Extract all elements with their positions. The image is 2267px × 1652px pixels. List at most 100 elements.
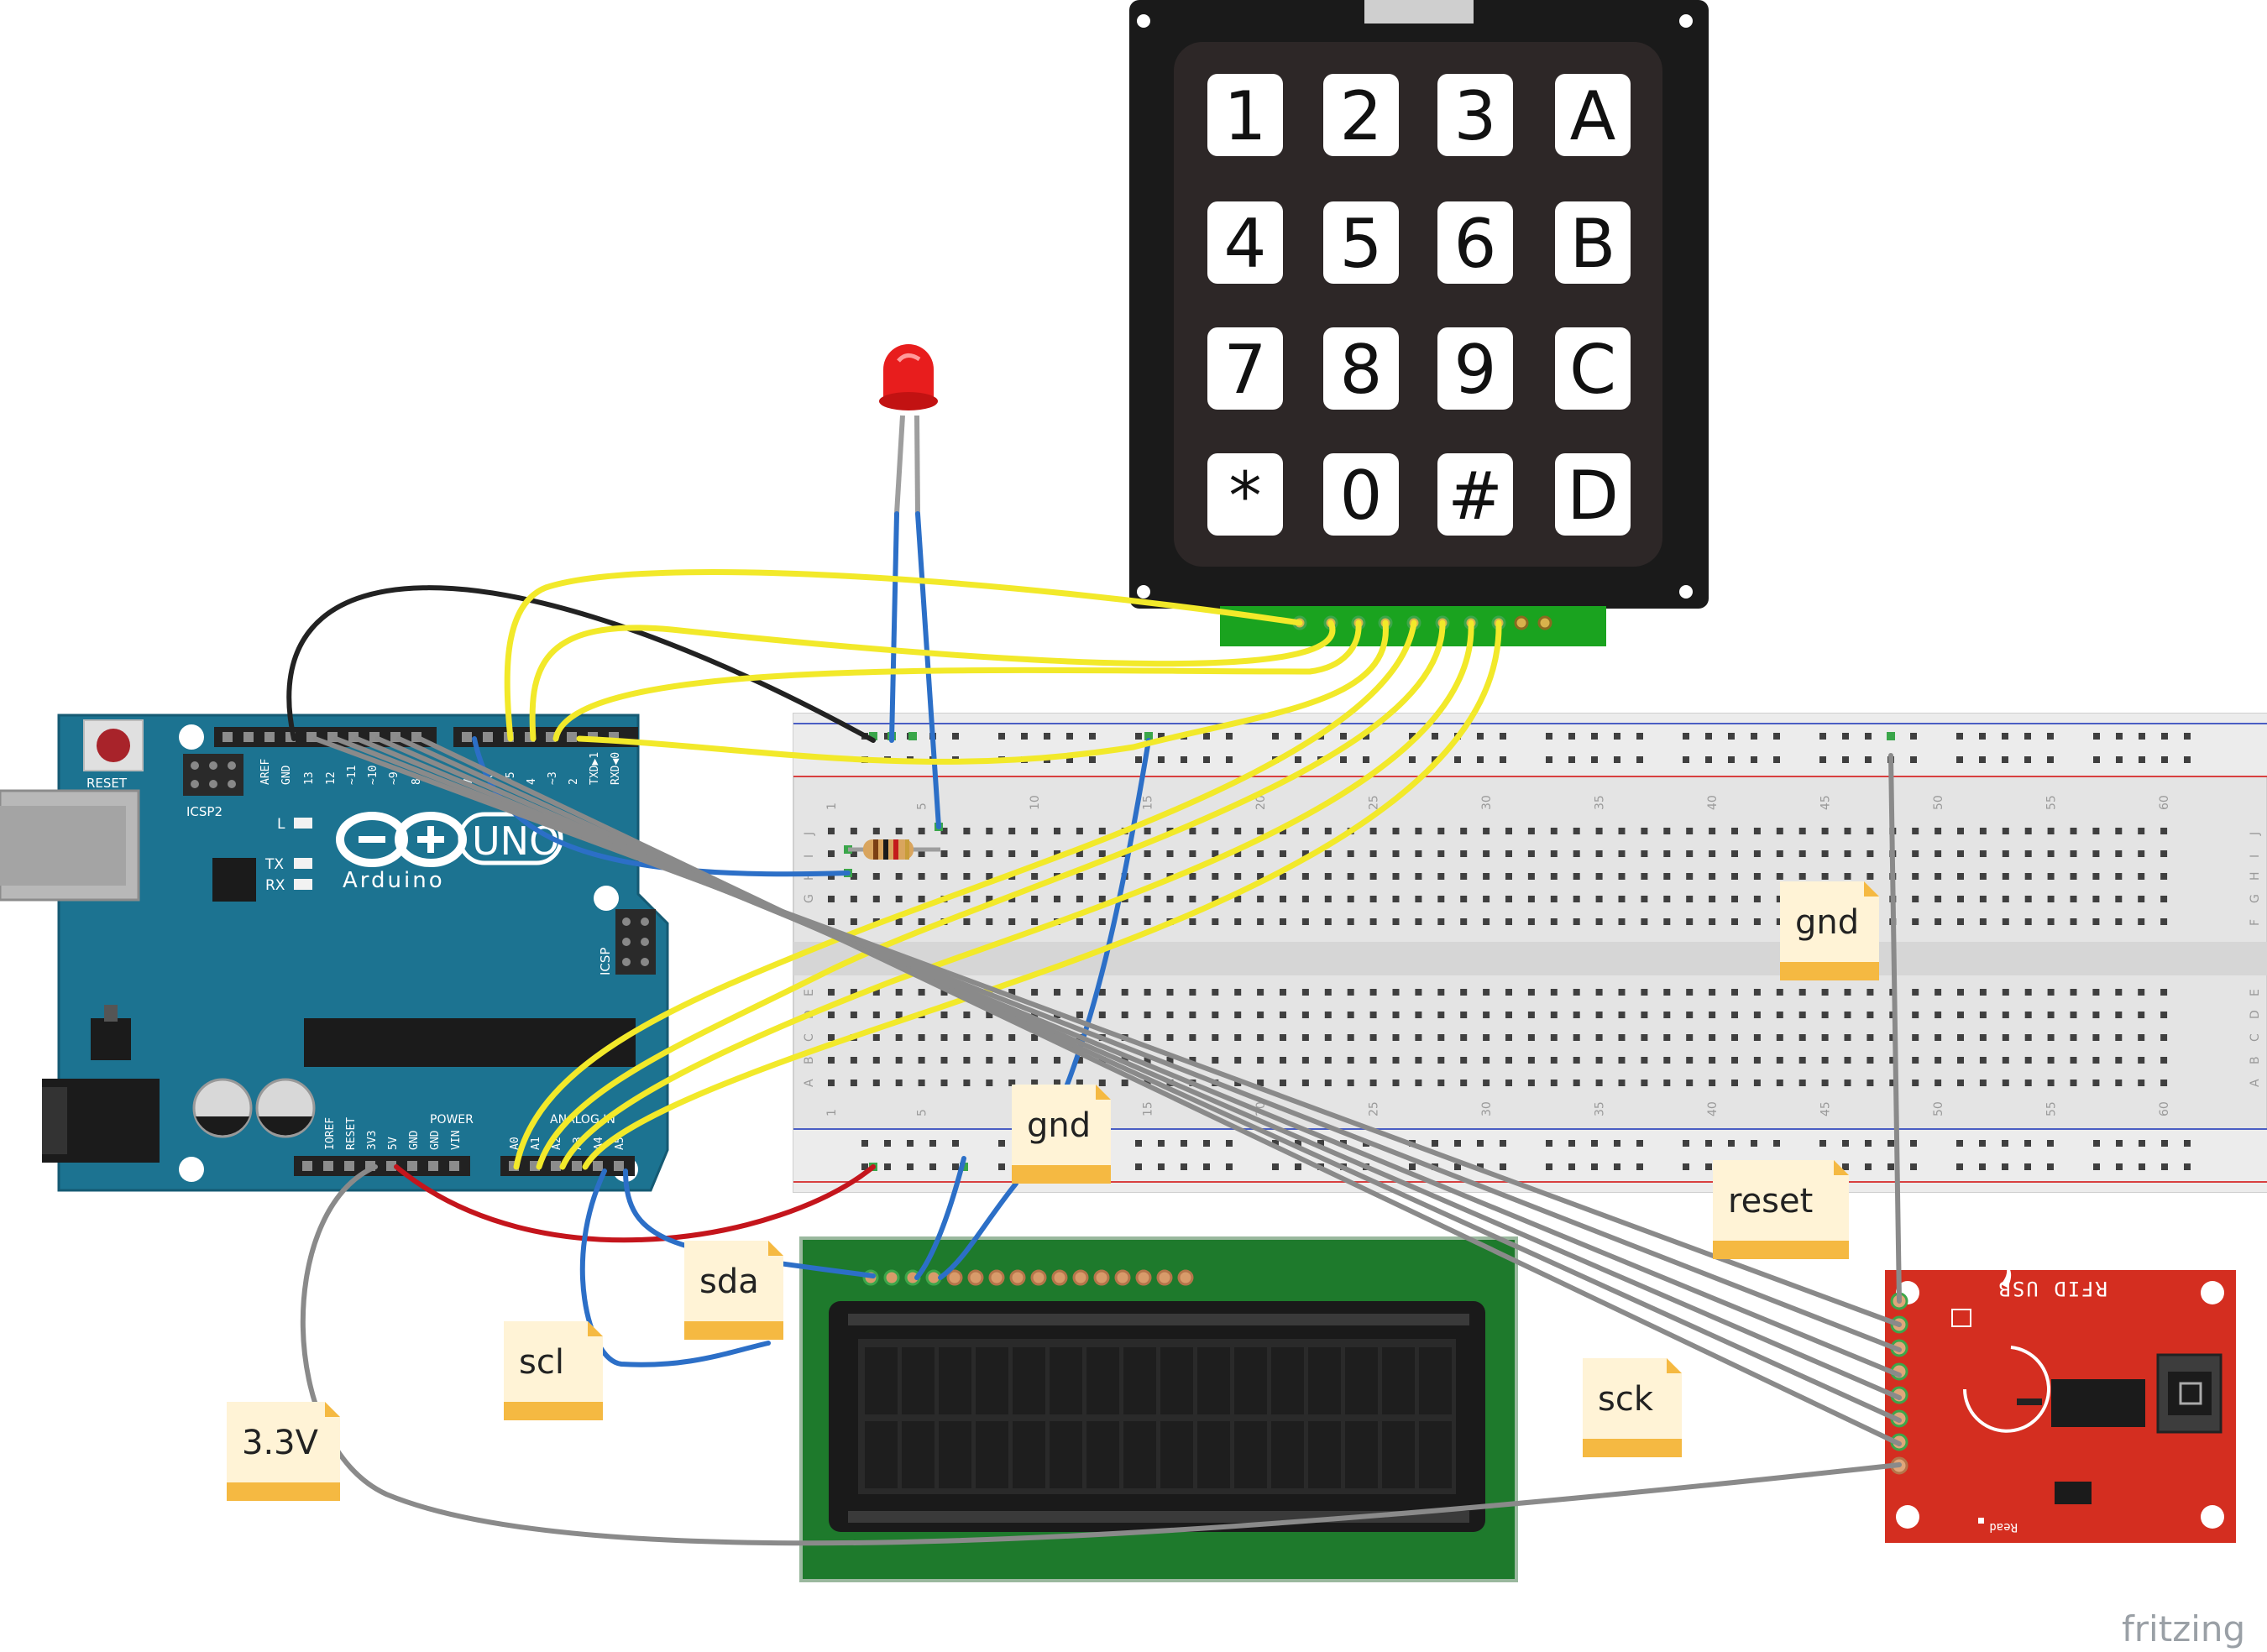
breadboard-hole[interactable] <box>1505 1034 1512 1041</box>
breadboard-hole[interactable] <box>1641 1057 1648 1064</box>
breadboard-hole[interactable] <box>1301 1012 1309 1018</box>
breadboard-hole[interactable] <box>2024 850 2032 857</box>
breadboard-hole[interactable] <box>1460 873 1468 880</box>
lcd-pin[interactable] <box>988 1269 1005 1286</box>
header-pin[interactable] <box>593 1161 603 1171</box>
breadboard-hole[interactable] <box>2115 1012 2123 1018</box>
breadboard-rail-hole[interactable] <box>1751 733 1757 740</box>
breadboard-hole[interactable] <box>1301 989 1309 996</box>
breadboard-hole[interactable] <box>1234 850 1242 857</box>
breadboard-hole[interactable] <box>1369 828 1377 834</box>
breadboard-hole[interactable] <box>1031 873 1039 880</box>
breadboard-hole[interactable] <box>1437 850 1445 857</box>
breadboard-hole[interactable] <box>1821 1012 1829 1018</box>
breadboard-hole[interactable] <box>1166 1034 1174 1041</box>
breadboard-rail-hole[interactable] <box>1295 1140 1301 1147</box>
breadboard-hole[interactable] <box>1121 1012 1128 1018</box>
keypad-key[interactable]: B <box>1555 201 1631 284</box>
breadboard-hole[interactable] <box>1324 896 1332 902</box>
keypad-key-face[interactable] <box>1207 327 1283 410</box>
header-pin[interactable] <box>323 1161 333 1171</box>
breadboard-hole[interactable] <box>1280 873 1286 880</box>
breadboard-hole[interactable] <box>1527 896 1535 902</box>
breadboard-hole[interactable] <box>1054 1057 1060 1064</box>
header-pin[interactable] <box>483 732 493 742</box>
breadboard-hole[interactable] <box>2024 1057 2032 1064</box>
breadboard-hole[interactable] <box>1731 850 1738 857</box>
breadboard-hole[interactable] <box>1573 1057 1580 1064</box>
breadboard-hole[interactable] <box>940 828 948 834</box>
breadboard-hole[interactable] <box>940 1080 948 1086</box>
breadboard-hole[interactable] <box>1415 1034 1422 1041</box>
breadboard-hole[interactable] <box>850 873 857 880</box>
breadboard-hole[interactable] <box>1031 1080 1039 1086</box>
breadboard-hole[interactable] <box>2070 918 2077 925</box>
header-pin[interactable] <box>223 732 233 742</box>
breadboard-hole[interactable] <box>850 918 857 925</box>
breadboard-hole[interactable] <box>2024 1012 2032 1018</box>
breadboard-hole[interactable] <box>1618 918 1626 925</box>
breadboard-hole[interactable] <box>872 1080 880 1086</box>
breadboard-hole[interactable] <box>1844 989 1851 996</box>
breadboard-hole[interactable] <box>940 873 948 880</box>
breadboard-hole[interactable] <box>1957 989 1964 996</box>
breadboard-hole[interactable] <box>872 873 880 880</box>
breadboard-hole[interactable] <box>1076 1012 1083 1018</box>
breadboard-hole[interactable] <box>1121 989 1128 996</box>
breadboard-hole[interactable] <box>2092 989 2100 996</box>
breadboard-rail-hole[interactable] <box>1295 733 1301 740</box>
breadboard-hole[interactable] <box>895 918 903 925</box>
breadboard-hole[interactable] <box>1776 896 1783 902</box>
breadboard-rail-hole[interactable] <box>1363 733 1369 740</box>
breadboard-rail-hole[interactable] <box>1819 756 1826 763</box>
breadboard-rail-hole[interactable] <box>1865 756 1872 763</box>
breadboard-hole[interactable] <box>1505 1080 1512 1086</box>
breadboard-hole[interactable] <box>2115 1034 2123 1041</box>
keypad-key[interactable]: 0 <box>1323 453 1399 536</box>
breadboard-rail-hole[interactable] <box>1203 733 1210 740</box>
breadboard-rail-hole[interactable] <box>1226 733 1233 740</box>
breadboard-hole[interactable] <box>2160 873 2168 880</box>
breadboard-rail-hole[interactable] <box>1546 756 1552 763</box>
breadboard-rail-hole[interactable] <box>1956 756 1963 763</box>
keypad-key[interactable]: C <box>1555 327 1631 410</box>
breadboard-hole[interactable] <box>1753 850 1761 857</box>
breadboard-hole[interactable] <box>963 1012 971 1018</box>
breadboard-hole[interactable] <box>2160 989 2168 996</box>
breadboard-hole[interactable] <box>1798 1034 1806 1041</box>
breadboard-hole[interactable] <box>1234 989 1242 996</box>
breadboard-rail-hole[interactable] <box>2024 1140 2031 1147</box>
breadboard-hole[interactable] <box>1189 1034 1196 1041</box>
breadboard-rail-hole[interactable] <box>1340 756 1347 763</box>
breadboard-rail-hole[interactable] <box>1773 756 1780 763</box>
keypad-key-face[interactable] <box>1207 453 1283 536</box>
breadboard-hole[interactable] <box>1935 1057 1942 1064</box>
breadboard-hole[interactable] <box>963 1057 971 1064</box>
breadboard-hole[interactable] <box>2138 1012 2145 1018</box>
breadboard-hole[interactable] <box>2138 873 2145 880</box>
breadboard-rail-hole[interactable] <box>1181 1140 1187 1147</box>
breadboard-hole[interactable] <box>1979 918 1987 925</box>
breadboard-hole[interactable] <box>1979 873 1987 880</box>
breadboard-hole[interactable] <box>1031 1034 1039 1041</box>
breadboard-hole[interactable] <box>2092 1034 2100 1041</box>
breadboard-hole[interactable] <box>895 1012 903 1018</box>
breadboard-rail-hole[interactable] <box>1066 733 1073 740</box>
breadboard-hole[interactable] <box>2002 1034 2009 1041</box>
breadboard-hole[interactable] <box>2002 989 2009 996</box>
breadboard-hole[interactable] <box>1008 918 1016 925</box>
breadboard-rail-hole[interactable] <box>1683 1140 1689 1147</box>
breadboard-hole[interactable] <box>1595 850 1603 857</box>
breadboard-rail-hole[interactable] <box>1842 1163 1849 1170</box>
breadboard-rail-hole[interactable] <box>1546 1140 1552 1147</box>
breadboard-rail-hole[interactable] <box>1158 1140 1165 1147</box>
breadboard-hole[interactable] <box>2160 896 2168 902</box>
breadboard-hole[interactable] <box>1844 873 1851 880</box>
breadboard-hole[interactable] <box>986 918 993 925</box>
breadboard-active-hole[interactable] <box>1144 732 1153 740</box>
breadboard-hole[interactable] <box>1663 989 1671 996</box>
breadboard-hole[interactable] <box>1392 850 1400 857</box>
breadboard-rail-hole[interactable] <box>1044 733 1050 740</box>
breadboard-hole[interactable] <box>1483 1080 1490 1086</box>
breadboard-hole[interactable] <box>1776 1012 1783 1018</box>
